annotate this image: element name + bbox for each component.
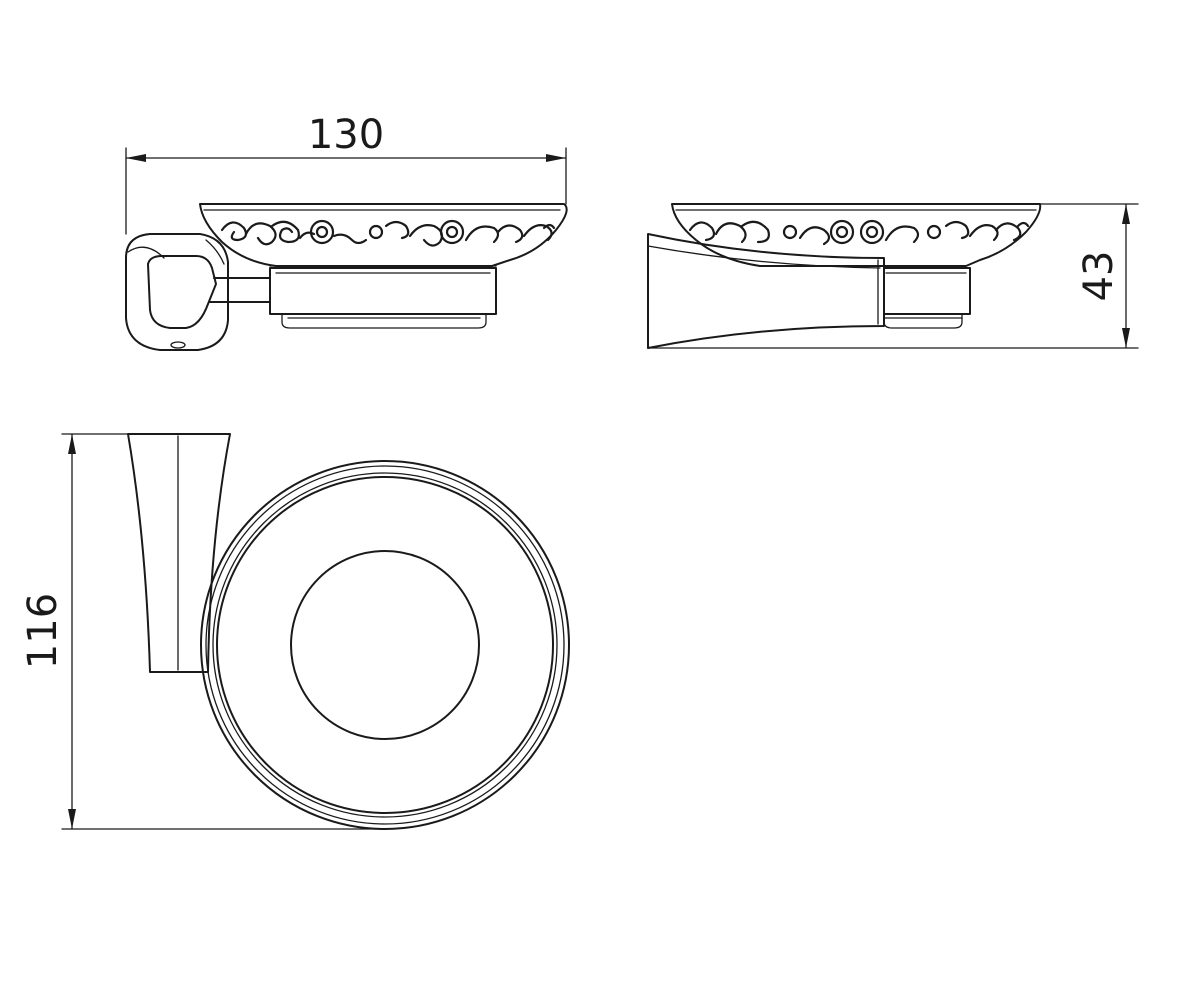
top-view [127,433,570,830]
ornament-band [220,219,556,247]
side-arm [647,233,885,349]
holder-arm [209,277,271,303]
top-ring [200,460,570,830]
dimension-height: 43 [647,203,1139,349]
ceramic-dish [199,203,568,267]
front-view [125,203,568,351]
dimension-width: 130 [125,112,567,235]
side-ceramic-dish [671,203,1042,267]
side-view [647,203,1042,349]
wall-flange [125,233,229,351]
dimension-depth-label: 116 [20,593,66,669]
top-wall-bracket [127,433,231,673]
dimension-width-label: 130 [308,112,384,158]
dimension-depth: 116 [20,433,386,830]
dimension-height-label: 43 [1076,251,1122,302]
side-ring-holder [883,267,971,329]
ring-holder [269,267,497,329]
side-ornament-band [688,219,1030,246]
